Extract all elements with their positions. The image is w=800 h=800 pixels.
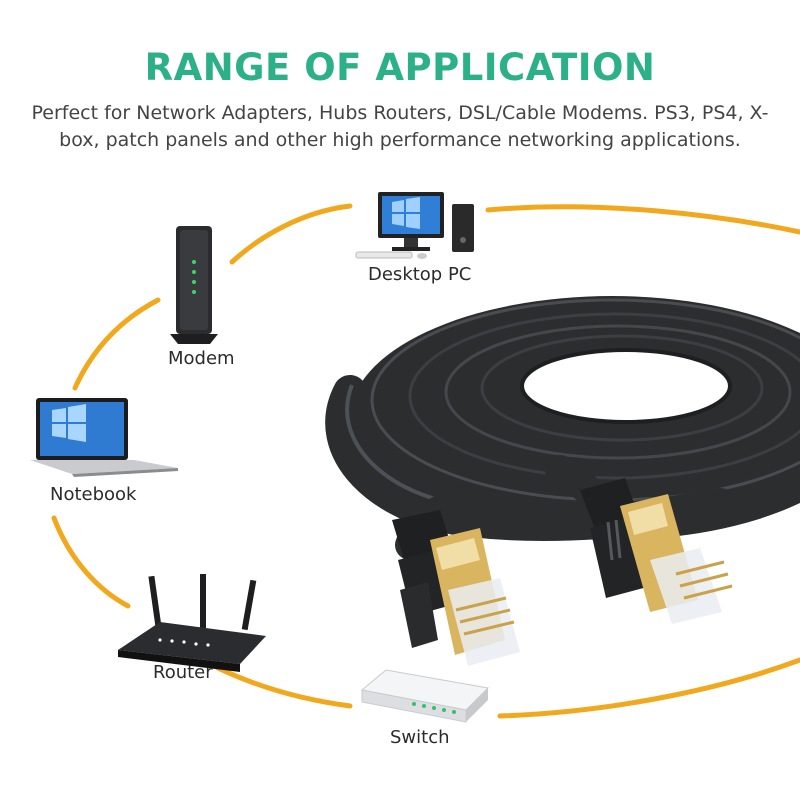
notebook-icon	[30, 398, 178, 477]
page-subtitle: Perfect for Network Adapters, Hubs Route…	[31, 102, 769, 151]
cable-coil-band-2	[444, 324, 792, 460]
cable-coil-band-3	[480, 334, 764, 442]
rj45-plug-left	[392, 510, 520, 666]
ring-arc-left-lower	[51, 515, 131, 609]
router-icon	[118, 574, 266, 672]
ring-arc-left-upper	[72, 297, 161, 391]
ring-arc-bottom-left	[215, 665, 353, 709]
label-modem: Modem	[168, 348, 235, 369]
ring-arc-top-left	[229, 203, 353, 265]
label-notebook: Notebook	[50, 484, 137, 505]
label-router: Router	[153, 662, 213, 683]
ring-arc-top-right	[485, 204, 800, 235]
cable-coil-inner	[522, 350, 730, 422]
rj45-plug-right	[580, 478, 733, 624]
switch-icon	[360, 669, 490, 723]
label-switch: Switch	[390, 727, 450, 748]
cable-coil-inner-edge	[520, 348, 732, 424]
modem-icon	[170, 226, 218, 344]
page-title: RANGE OF APPLICATION	[144, 46, 656, 89]
ring-arc-bottom-right	[497, 657, 800, 719]
label-desktop-pc: Desktop PC	[368, 264, 472, 285]
cable-coil-band-1	[408, 312, 800, 480]
desktop-pc-icon	[355, 192, 474, 259]
